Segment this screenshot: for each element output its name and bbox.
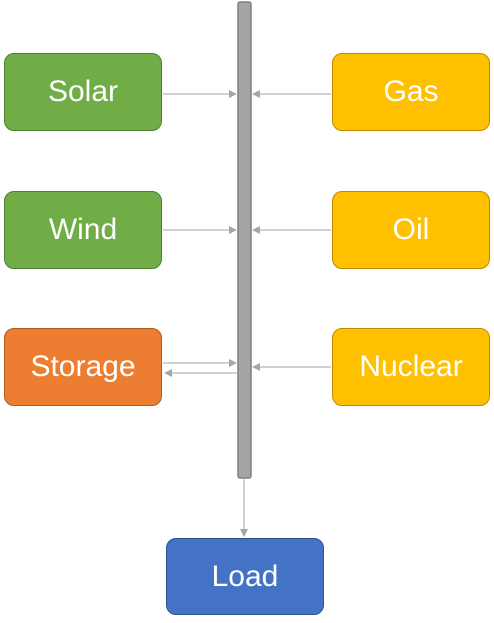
wind-label: Wind	[48, 213, 118, 246]
load-node: Load	[166, 538, 324, 615]
nuclear-node: Nuclear	[332, 328, 490, 406]
storage-label: Storage	[30, 350, 136, 383]
solar-node: Solar	[4, 53, 162, 131]
load-label: Load	[211, 559, 279, 593]
gas-node: Gas	[332, 53, 490, 131]
oil-node: Oil	[332, 191, 490, 269]
nuclear-label: Nuclear	[359, 350, 463, 383]
solar-label: Solar	[47, 75, 119, 108]
wind-node: Wind	[4, 191, 162, 269]
bus-bar	[237, 1, 252, 479]
gas-label: Gas	[383, 75, 439, 108]
oil-label: Oil	[392, 213, 430, 246]
storage-node: Storage	[4, 328, 162, 406]
